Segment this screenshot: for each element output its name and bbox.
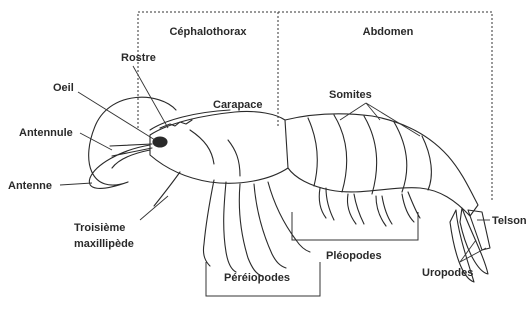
rostrum bbox=[150, 110, 230, 130]
pleopod-2 bbox=[347, 194, 364, 224]
troisieme-maxillipede-label-1: Troisième bbox=[74, 222, 125, 234]
shrimp-body bbox=[89, 97, 490, 282]
somite-band-5 bbox=[422, 136, 431, 190]
troisieme-maxillipede-label-2: maxillipède bbox=[74, 238, 134, 250]
region-boxes bbox=[138, 12, 492, 200]
somite-band-3 bbox=[364, 116, 377, 194]
third-maxilliped-appendage bbox=[154, 172, 180, 206]
periopod-1 bbox=[203, 180, 214, 266]
uropodes-label: Uropodes bbox=[422, 267, 473, 279]
pleopodes-label: Pléopodes bbox=[326, 250, 382, 262]
eye bbox=[153, 137, 167, 147]
carapace-label: Carapace bbox=[213, 99, 263, 111]
periopod-2 bbox=[224, 182, 236, 272]
oeil-label: Oeil bbox=[53, 82, 74, 94]
pleopodes-bracket bbox=[292, 212, 418, 240]
somites-label: Somites bbox=[329, 89, 372, 101]
antennule-label: Antennule bbox=[19, 127, 73, 139]
cephalothorax-label: Céphalothorax bbox=[169, 26, 247, 38]
pleopod-1 bbox=[319, 188, 334, 220]
pleopod-3 bbox=[376, 196, 392, 226]
abdomen-outline bbox=[285, 114, 478, 216]
periopod-4 bbox=[254, 184, 286, 268]
somite-band-2 bbox=[334, 115, 347, 192]
pleopod-4 bbox=[402, 192, 420, 222]
telson-label: Telson bbox=[492, 215, 527, 227]
somite-band-4 bbox=[394, 122, 407, 192]
somite-band-1 bbox=[308, 118, 317, 186]
periopodes-label: Péréiopodes bbox=[224, 272, 290, 284]
periopod-3 bbox=[239, 184, 262, 276]
carapace-outline bbox=[150, 111, 288, 183]
antenne-label: Antenne bbox=[8, 180, 52, 192]
abdomen-label: Abdomen bbox=[363, 26, 414, 38]
rostre-label: Rostre bbox=[121, 52, 156, 64]
periopod-5 bbox=[268, 182, 310, 252]
